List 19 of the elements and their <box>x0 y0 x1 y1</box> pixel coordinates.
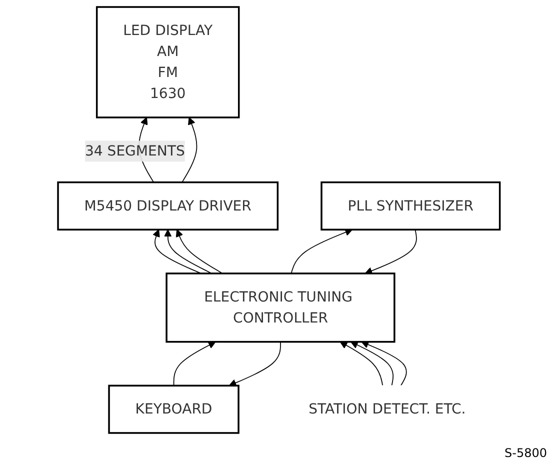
edge-label: 34 SEGMENTS <box>84 142 184 160</box>
node-box: ELECTRONIC TUNING CONTROLLER <box>165 272 395 343</box>
arrow <box>360 340 406 386</box>
arrow <box>181 117 197 183</box>
arrow <box>290 228 352 274</box>
arrow <box>228 341 280 386</box>
arrow <box>364 229 416 274</box>
node-box: KEYBOARD <box>108 384 239 434</box>
node-box: M5450 DISPLAY DRIVER <box>56 181 278 231</box>
arrow <box>339 341 383 386</box>
arrow <box>172 341 216 386</box>
arrow <box>175 229 223 274</box>
figure-code: S-5800 <box>504 446 547 460</box>
arrow <box>164 229 212 274</box>
arrow <box>152 229 202 274</box>
arrow <box>350 341 394 386</box>
node-box: PLL SYNTHESIZER <box>320 181 500 231</box>
node-box: LED DISPLAY AM FM 1630 <box>96 6 240 118</box>
node-text: STATION DETECT. ETC. <box>308 400 466 418</box>
